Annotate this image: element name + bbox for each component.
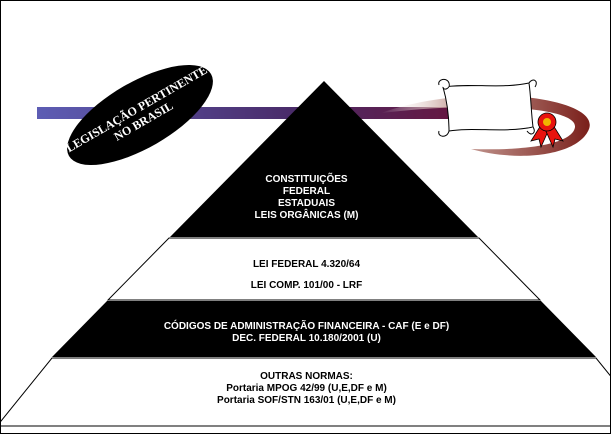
tier-2-line: LEI FEDERAL 4.320/64 <box>252 259 361 270</box>
tier-4-line: Portaria MPOG 42/99 (U,E,DF e M) <box>226 383 387 394</box>
tier-1-line: FEDERAL <box>282 186 331 197</box>
scroll-icon <box>438 78 537 137</box>
tier-2-line: LEI COMP. 101/00 - LRF <box>250 280 363 291</box>
pyramid-tier-2 <box>106 237 542 301</box>
pyramid-tier-3 <box>52 301 596 357</box>
tier-3-line: DEC. FEDERAL 10.180/2001 (U) <box>232 333 381 344</box>
title-badge <box>67 65 213 165</box>
tier-4-text: OUTRAS NORMAS: Portaria MPOG 42/99 (U,E,… <box>1 371 610 407</box>
pyramid-tier-4 <box>1 357 610 427</box>
tier-4-line: Portaria SOF/STN 163/01 (U,E,DF e M) <box>217 395 396 406</box>
seal-ribbon-icon <box>530 112 564 149</box>
tier-1-line: CONSTITUIÇÕES <box>265 174 348 185</box>
tier-3-line: CÓDIGOS DE ADMINISTRAÇÃO FINANCEIRA - CA… <box>163 321 450 332</box>
pyramid-tier-1 <box>170 81 478 237</box>
tier-1-line: LEIS ORGÂNICAS (M) <box>254 210 359 221</box>
tier-1-text: CONSTITUIÇÕES FEDERAL ESTADUAIS LEIS ORG… <box>1 174 610 222</box>
tier-2-text: LEI FEDERAL 4.320/64 <box>1 259 610 271</box>
tier-1-line: ESTADUAIS <box>277 198 336 209</box>
tier-4-line: OUTRAS NORMAS: <box>260 371 353 382</box>
tier-3-text: CÓDIGOS DE ADMINISTRAÇÃO FINANCEIRA - CA… <box>1 321 610 345</box>
tier-2-text-b: LEI COMP. 101/00 - LRF <box>1 280 610 292</box>
